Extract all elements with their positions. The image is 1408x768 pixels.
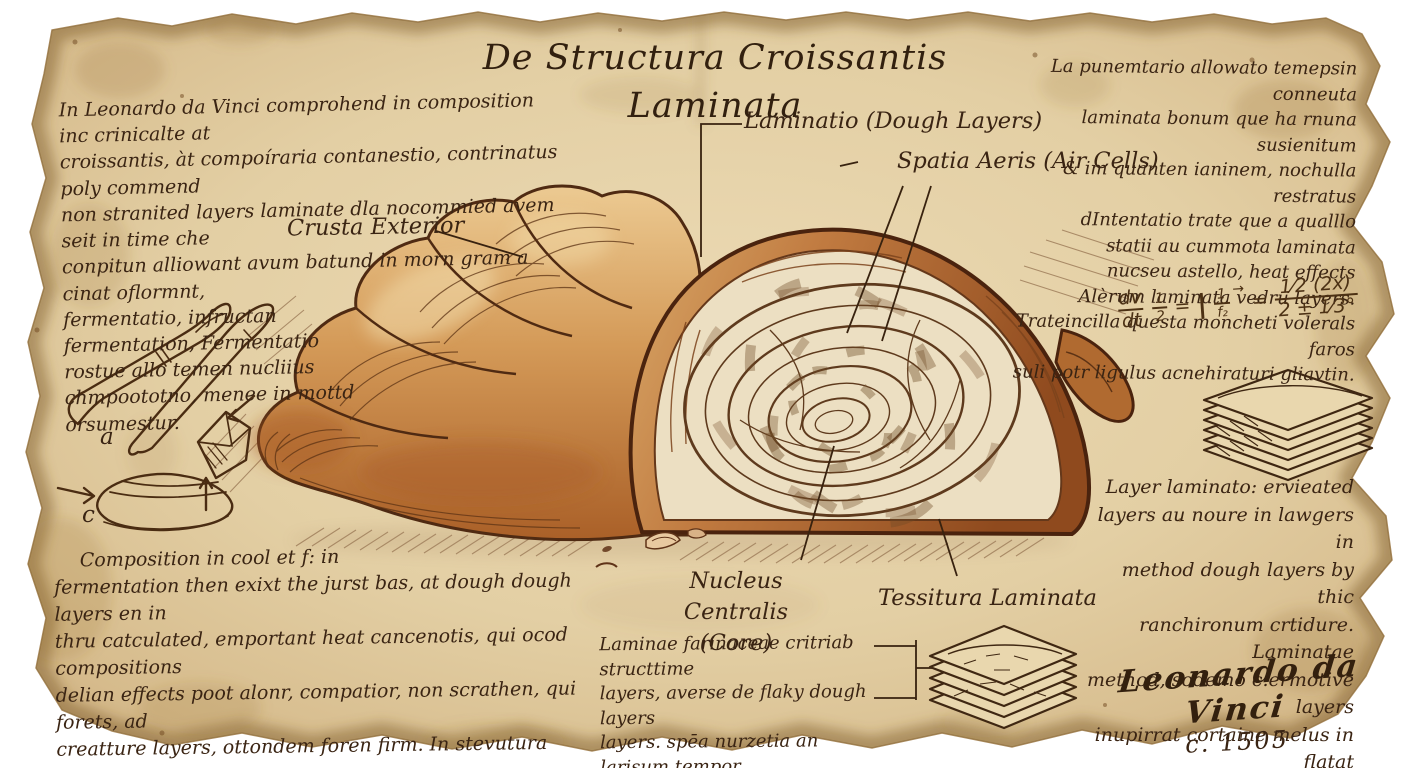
croissant-cross-section bbox=[628, 227, 1135, 537]
spatia-tick bbox=[839, 161, 859, 167]
label-laminatio: Laminatio (Dough Layers) bbox=[744, 108, 1043, 134]
sketch-label-a: a bbox=[100, 424, 114, 450]
label-crusta-exterior: Crusta Exterior bbox=[286, 212, 465, 242]
sketch-label-c: c bbox=[82, 502, 95, 528]
laminae-bracket bbox=[874, 640, 932, 700]
tessitura-leader-line bbox=[938, 518, 958, 577]
label-tessitura-laminata: Tessitura Laminata bbox=[878, 585, 1097, 611]
label-spatia-aeris: Spatia Aeris (Air Cells) bbox=[897, 148, 1159, 174]
mid-right-paragraph: Layer laminato: ervieated layers au nour… bbox=[1086, 476, 1354, 768]
top-right-paragraph: La punemtario allowato temepsin conneuta… bbox=[1012, 55, 1358, 386]
leader-lines bbox=[435, 123, 958, 700]
spatia-leader-line-2 bbox=[881, 185, 932, 342]
butter-sketch bbox=[56, 394, 256, 532]
eq-num: dv bbox=[1117, 285, 1143, 310]
parchment-stains bbox=[26, 12, 1394, 751]
nucleus-leader-line bbox=[800, 445, 835, 561]
crusta-leader-line bbox=[435, 230, 524, 258]
knife-sketch bbox=[67, 302, 275, 456]
label-nucleus-centralis: Nucleus Centralis (Core) bbox=[683, 568, 789, 657]
laminatio-leader-line bbox=[700, 123, 742, 257]
page-title: De Structura Croissantis Laminata bbox=[482, 38, 948, 127]
laminae-caption: Laminae farinaceae critriab structtime l… bbox=[599, 632, 867, 768]
croissant-right-tip bbox=[1054, 328, 1135, 423]
layer-stack-bottom bbox=[928, 624, 1078, 730]
bottom-left-paragraph: Composition in cool et f: in fermentatio… bbox=[53, 545, 577, 768]
intro-paragraph: In Leonardo da Vinci comprohend in compo… bbox=[58, 89, 558, 436]
eq-den: dt bbox=[1118, 307, 1146, 333]
crumbs bbox=[595, 528, 707, 568]
signature-block: Leonardo da Vinci c. 1505 bbox=[1108, 648, 1366, 759]
spatia-leader-line-1 bbox=[846, 185, 904, 334]
croissant-body bbox=[250, 184, 702, 542]
layer-stack-right bbox=[1202, 368, 1374, 482]
